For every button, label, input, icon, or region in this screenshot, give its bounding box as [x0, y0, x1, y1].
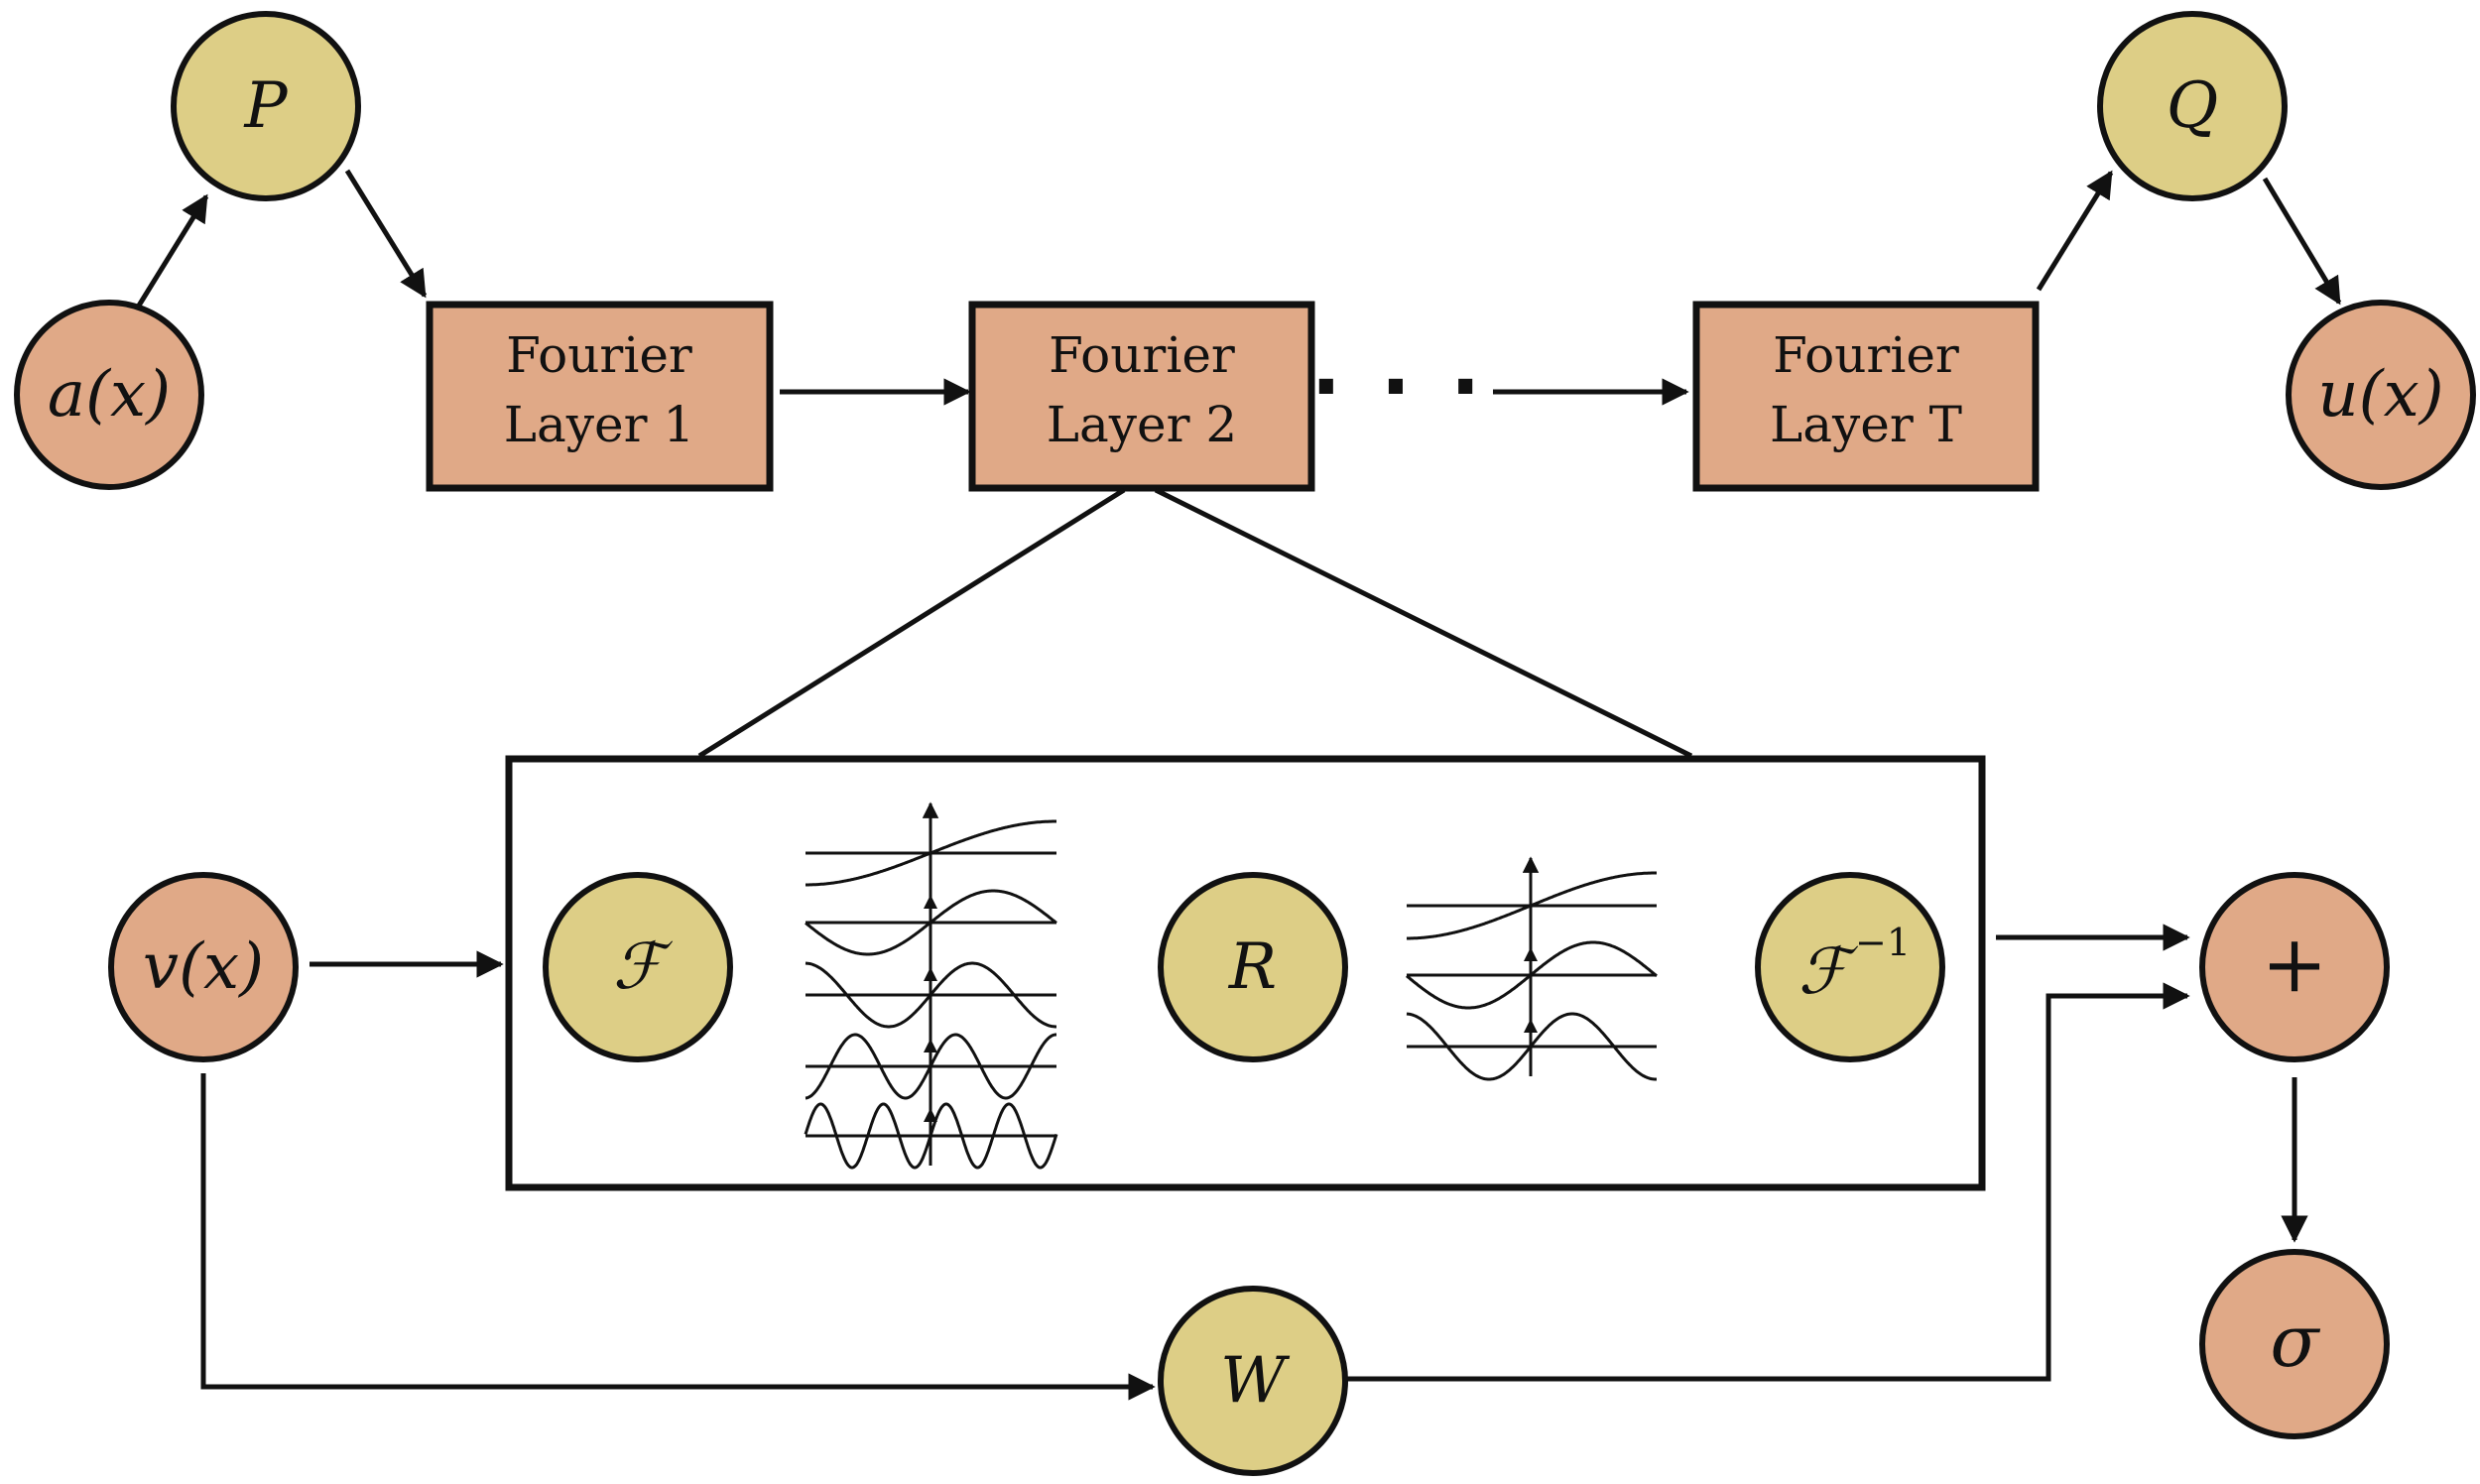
- sine-mode: [1407, 871, 1657, 940]
- zoom-line-left: [697, 487, 1126, 759]
- sine-mode: [804, 1102, 1058, 1170]
- node-q-label: Q: [2167, 69, 2218, 143]
- axis-arrowhead: [924, 895, 937, 909]
- arrow-q-to-u: [2262, 177, 2342, 306]
- arrow-layerT-to-q: [2036, 170, 2114, 292]
- fourier-layer-2-box: [968, 301, 1315, 492]
- node-q: Q: [2097, 11, 2288, 201]
- fourier-layer-1: Fourier Layer 1: [426, 301, 774, 492]
- sine-mode: [805, 961, 1056, 1029]
- sine-mode: [806, 819, 1056, 887]
- node-u: u(x): [2286, 300, 2476, 490]
- axis-arrowhead: [1524, 947, 1538, 961]
- fourier-layer-t-line2: Layer T: [1770, 396, 1962, 453]
- node-sigma: σ: [2199, 1249, 2390, 1439]
- zoom-line-right: [1154, 487, 1693, 759]
- node-plus-label: +: [2261, 919, 2327, 1011]
- node-v-label: v(x): [143, 930, 264, 1004]
- fourier-layer-1-line1: Fourier: [506, 326, 692, 384]
- fourier-layer-t-line1: Fourier: [1773, 326, 1959, 384]
- fourier-layer-1-box: [426, 301, 774, 492]
- axis-arrowhead: [924, 1039, 937, 1052]
- node-q-circle: [2097, 11, 2288, 201]
- sine-mode: [1406, 1012, 1657, 1081]
- sine-mode: [805, 889, 1057, 956]
- node-a-label: a(x): [48, 358, 171, 432]
- arrow-a-to-p: [136, 193, 209, 308]
- node-a: a(x): [14, 300, 204, 490]
- node-p-label: P: [243, 69, 288, 143]
- node-fourier-transform: ℱ: [543, 872, 733, 1062]
- node-inverse-fourier-superscript: −1: [1855, 921, 1911, 964]
- node-plus: +: [2199, 872, 2390, 1062]
- node-a-circle: [14, 300, 204, 490]
- axis-arrowhead: [1524, 1019, 1538, 1033]
- node-v: v(x): [108, 872, 299, 1062]
- truncated-modes-waves: [1405, 856, 1658, 1081]
- node-w-label: W: [1220, 1344, 1291, 1418]
- fourier-layer-2-line2: Layer 2: [1047, 396, 1237, 453]
- axis-arrowhead: [924, 1108, 937, 1122]
- node-u-label: u(x): [2317, 358, 2443, 432]
- node-sigma-circle: [2199, 1249, 2390, 1439]
- fourier-layer-t: Fourier Layer T: [1692, 301, 2040, 492]
- node-fourier-circle: [543, 872, 733, 1062]
- node-w-circle: [1158, 1286, 1348, 1476]
- fourier-modes-waves: [804, 802, 1058, 1170]
- fourier-layer-2: Fourier Layer 2: [968, 301, 1315, 492]
- fourier-layer-t-box: [1692, 301, 2040, 492]
- node-r: R: [1158, 872, 1348, 1062]
- node-p: P: [171, 11, 361, 201]
- fourier-layer-2-line1: Fourier: [1049, 326, 1235, 384]
- arrow-w-to-plus: [1344, 982, 2190, 1382]
- axis-arrowhead: [924, 967, 937, 981]
- node-inverse-fourier: ℱ −1: [1755, 872, 1945, 1062]
- node-p-circle: [171, 11, 361, 201]
- fourier-layer-1-line2: Layer 1: [504, 396, 694, 453]
- node-r-circle: [1158, 872, 1348, 1062]
- sine-mode: [1405, 940, 1658, 1010]
- node-v-circle: [108, 872, 299, 1062]
- node-u-circle: [2286, 300, 2476, 490]
- ellipsis: · · ·: [1311, 341, 1487, 433]
- node-sigma-label: σ: [2270, 1299, 2320, 1383]
- node-inverse-fourier-circle: [1755, 872, 1945, 1062]
- arrow-v-to-w: [200, 1073, 1156, 1401]
- arrow-p-to-layer1: [344, 169, 428, 299]
- node-w: W: [1158, 1286, 1348, 1476]
- node-r-label: R: [1228, 930, 1277, 1004]
- sine-mode: [805, 1033, 1056, 1100]
- node-plus-circle: [2199, 872, 2390, 1062]
